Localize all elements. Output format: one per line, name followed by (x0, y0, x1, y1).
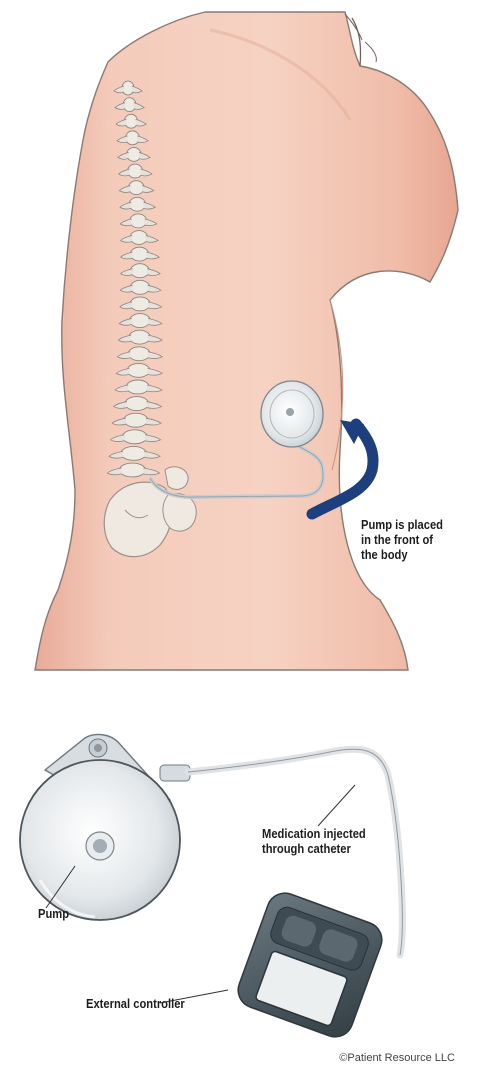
medication-line-2: through catheter (262, 841, 366, 856)
vertebra (128, 181, 144, 195)
vertebra (119, 463, 145, 477)
vertebra (130, 231, 147, 245)
controller-label-text: External controller (86, 996, 185, 1011)
medication-leader-line (318, 785, 355, 826)
medication-line-1: Medication injected (262, 826, 366, 841)
controller-label: External controller (86, 996, 185, 1011)
vertebra (130, 247, 148, 261)
vertebra (130, 314, 151, 328)
torso-illustration (35, 12, 458, 670)
vertebra (127, 363, 149, 377)
vertebra (129, 197, 145, 211)
vertebra (131, 264, 150, 278)
pump-placement-line-1: Pump is placed (361, 517, 443, 532)
vertebra (124, 413, 148, 427)
copyright-text: ©Patient Resource LLC (339, 1052, 455, 1064)
vertebra (128, 164, 143, 178)
pump-placement-label: Pump is placed in the front of the body (361, 517, 443, 562)
vertebra (129, 330, 150, 344)
vertebra (127, 147, 141, 161)
vertebra (130, 297, 150, 311)
pump-device-icon (20, 735, 190, 920)
pump-placement-line-3: the body (361, 547, 443, 562)
pump-placement-line-2: in the front of (361, 532, 443, 547)
vertebra (126, 131, 140, 145)
vertebra (122, 430, 147, 444)
pump-label: Pump (38, 906, 69, 921)
vertebra (121, 446, 146, 460)
vertebra (126, 380, 149, 394)
vertebra (128, 347, 150, 361)
external-controller-icon (233, 888, 387, 1042)
medication-label: Medication injected through catheter (262, 826, 366, 856)
vertebra (130, 214, 147, 228)
implanted-pump-icon (261, 381, 323, 447)
pump-label-text: Pump (38, 906, 69, 921)
vertebra (125, 397, 149, 411)
vertebra (130, 280, 149, 294)
